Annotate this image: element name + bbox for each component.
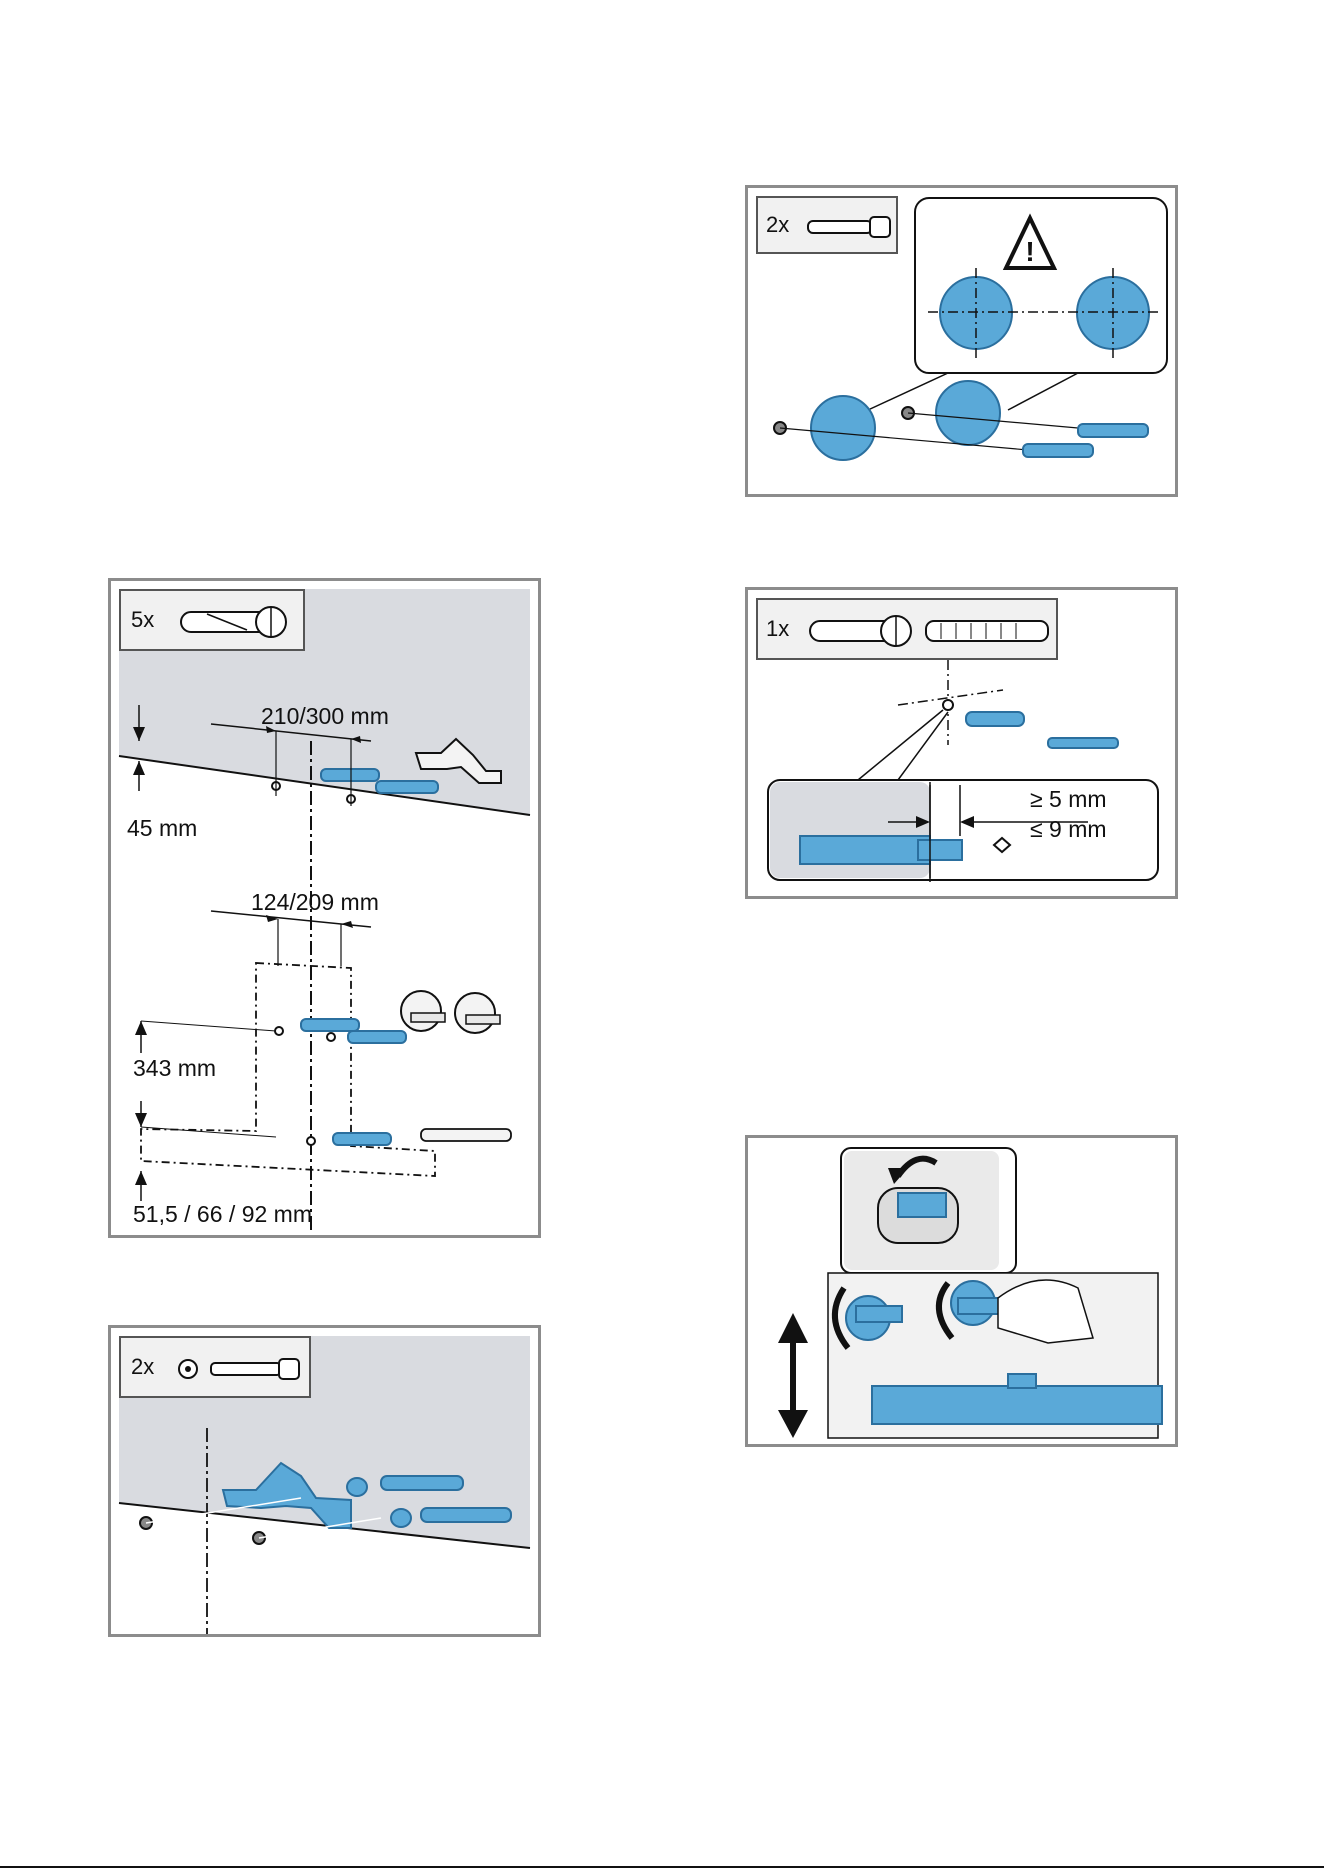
quantity-box: 1x — [756, 598, 1058, 660]
level-illustration — [748, 1138, 1175, 1444]
svg-text:!: ! — [1025, 236, 1034, 267]
panel-bracket: 2x — [108, 1325, 541, 1637]
wall-plug-icon — [806, 609, 1056, 653]
quantity-box: 2x — [756, 196, 898, 254]
threaded-bolt-icon — [926, 621, 1048, 641]
quantity-label: 5x — [131, 607, 154, 633]
panel-caps: ! 2x — [745, 185, 1178, 497]
panel-wall-plugs: 5x 210/300 mm 45 mm 124/209 mm 343 mm 51… — [108, 578, 541, 1238]
dimension-min: ≥ 5 mm — [1030, 786, 1107, 813]
dimension-top-spacing: 210/300 mm — [261, 703, 389, 730]
dimension-bottom-height: 51,5 / 66 / 92 mm — [133, 1201, 312, 1228]
dimension-middle-height: 343 mm — [133, 1055, 216, 1082]
dimension-max: ≤ 9 mm — [1030, 816, 1107, 843]
quantity-box: 2x — [119, 1336, 311, 1398]
quantity-label: 1x — [766, 616, 789, 642]
dimension-top-height: 45 mm — [127, 815, 197, 842]
quantity-box: 5x — [119, 589, 305, 651]
footer-rule — [0, 1866, 1324, 1868]
dimension-middle-spacing: 124/209 mm — [251, 889, 379, 916]
quantity-label: 2x — [131, 1354, 154, 1380]
screw-icon — [175, 1349, 305, 1389]
quantity-label: 2x — [766, 212, 789, 238]
spirit-level-icon — [872, 1386, 1162, 1424]
panel-single-plug: 1x ≥ 5 mm ≤ 9 mm — [745, 587, 1178, 899]
wall-plug-icon — [177, 602, 297, 642]
panel-level — [745, 1135, 1178, 1447]
screw-icon — [804, 209, 894, 245]
